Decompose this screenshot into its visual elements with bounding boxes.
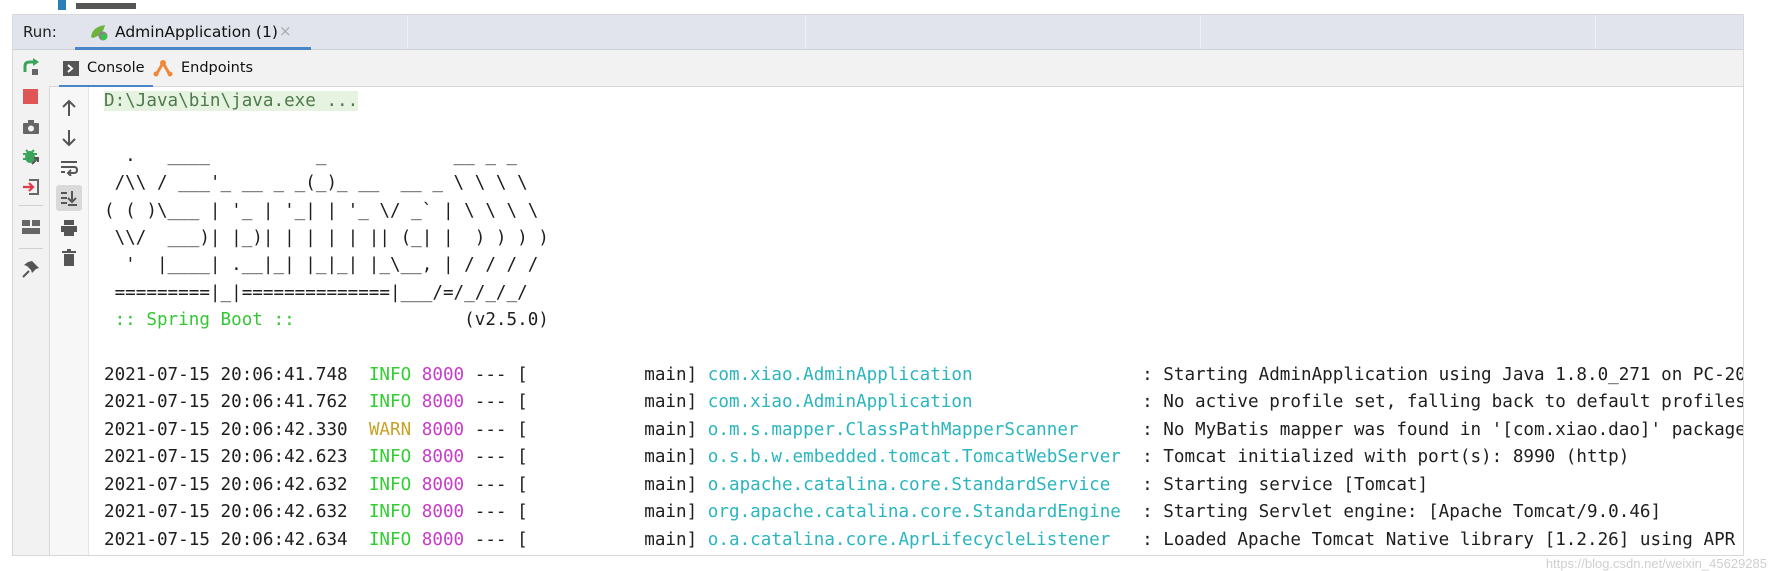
divider [19,205,43,206]
log-logger: o.m.s.mapper.ClassPathMapperScanner [707,419,1079,440]
scroll-to-end-icon[interactable] [56,185,82,211]
log-thread: main [644,419,687,440]
log-date: 2021-07-15 20:06:42.623 [104,447,348,468]
log-level: INFO [368,474,412,495]
spring-run-icon [91,25,108,41]
log-pid: 8000 [421,502,465,523]
log-pid: 8000 [421,365,465,386]
log-thread: main [644,447,687,468]
log-thread: main [644,474,687,495]
log-thread: main [644,502,687,523]
banner-line: ' |____| .__|_| |_|_| |_\__, | / / / / [104,255,539,276]
tab-endpoints-label: Endpoints [181,60,254,76]
console-text: D:\Java\bin\java.exe ... . ____ _ __ _ _… [104,88,1744,554]
close-tab-icon[interactable]: × [279,22,292,40]
log-thread: main [644,529,687,550]
log-thread: main [644,392,687,413]
log-level: INFO [368,447,412,468]
log-pid: 8000 [421,392,465,413]
log-message: No active profile set, falling back to d… [1163,392,1744,413]
log-level: INFO [368,529,412,550]
console-actions-toolbar [50,87,89,555]
log-logger: o.a.catalina.core.AprLifecycleListener [707,529,1111,550]
console-icon [63,60,79,76]
rerun-icon[interactable] [18,54,44,80]
soft-wrap-icon[interactable] [56,155,82,181]
banner-line: =========|_|==============|___/=/_/_/_/ [104,282,528,303]
console-tabs-toolbar: Console Endpoints [49,50,1743,87]
log-message: Tomcat initialized with port(s): 8990 (h… [1163,447,1630,468]
banner-line: ( ( )\___ | '_ | '_| | '_ \/ _` | \ \ \ … [104,200,539,221]
up-arrow-icon[interactable] [56,95,82,121]
log-logger: com.xiao.AdminApplication [707,365,973,386]
log-pid: 8000 [421,447,465,468]
log-level: INFO [368,392,412,413]
run-tool-window: Run: AdminApplication (1) × Console Endp… [12,14,1744,556]
run-label: Run: [23,23,57,41]
exit-icon[interactable] [18,174,44,200]
down-arrow-icon[interactable] [56,125,82,151]
console-output[interactable]: D:\Java\bin\java.exe ... . ____ _ __ _ _… [92,88,1743,555]
camera-icon[interactable] [18,114,44,140]
banner-line: \\/ ___)| |_)| | | | | || (_| | ) ) ) ) [104,228,549,249]
pin-icon[interactable] [18,256,44,282]
tab-admin-application[interactable]: AdminApplication (1) × [75,15,311,50]
spring-boot-label: :: Spring Boot :: [104,310,306,331]
run-tab-bar: Run: AdminApplication (1) × [13,15,1743,50]
log-thread: main [644,365,687,386]
log-message: Loaded Apache Tomcat Native library [1.2… [1163,529,1744,550]
log-date: 2021-07-15 20:06:41.762 [104,392,348,413]
banner-line: . ____ _ __ _ _ [104,145,518,166]
tab-endpoints[interactable]: Endpoints [153,50,253,86]
log-date: 2021-07-15 20:06:42.330 [104,419,348,440]
log-message: Starting AdminApplication using Java 1.8… [1163,365,1744,386]
print-icon[interactable] [56,215,82,241]
log-level: INFO [368,502,412,523]
spring-boot-version: (v2.5.0) [305,310,549,331]
cropped-editor-text [76,3,136,9]
log-logger: o.apache.catalina.core.StandardService [707,474,1111,495]
debug-icon[interactable] [18,144,44,170]
log-message: Starting service [Tomcat] [1163,474,1429,495]
log-message: Starting Servlet engine: [Apache Tomcat/… [1163,502,1662,523]
log-level: INFO [368,365,412,386]
log-logger: com.xiao.AdminApplication [707,392,973,413]
java-command: D:\Java\bin\java.exe ... [104,91,359,111]
log-date: 2021-07-15 20:06:42.634 [104,529,348,550]
active-tab-underline [75,47,311,50]
cropped-editor-text [58,0,66,10]
trash-icon[interactable] [56,245,82,271]
divider [1595,15,1596,49]
divider [805,15,806,49]
log-message: No MyBatis mapper was found in '[com.xia… [1163,419,1744,440]
divider [1200,15,1201,49]
log-pid: 8000 [421,529,465,550]
tab-console[interactable]: Console [59,50,153,87]
log-pid: 8000 [421,474,465,495]
log-pid: 8000 [421,419,465,440]
stop-icon[interactable] [18,84,44,110]
log-date: 2021-07-15 20:06:42.632 [104,502,348,523]
divider [407,15,408,49]
divider [19,248,43,249]
log-logger: org.apache.catalina.core.StandardEngine [707,502,1121,523]
tab-console-label: Console [87,60,145,76]
endpoints-icon [153,60,173,77]
log-level: WARN [368,419,412,440]
log-date: 2021-07-15 20:06:41.748 [104,365,348,386]
watermark: https://blog.csdn.net/weixin_45629285 [1545,556,1767,571]
run-actions-toolbar [13,50,50,555]
log-logger: o.s.b.w.embedded.tomcat.TomcatWebServer [707,447,1121,468]
log-date: 2021-07-15 20:06:42.632 [104,474,348,495]
banner-line: /\\ / ___'_ __ _ _(_)_ __ __ _ \ \ \ \ [104,173,528,194]
layout-icon[interactable] [18,214,44,240]
tab-title: AdminApplication (1) [115,23,278,41]
